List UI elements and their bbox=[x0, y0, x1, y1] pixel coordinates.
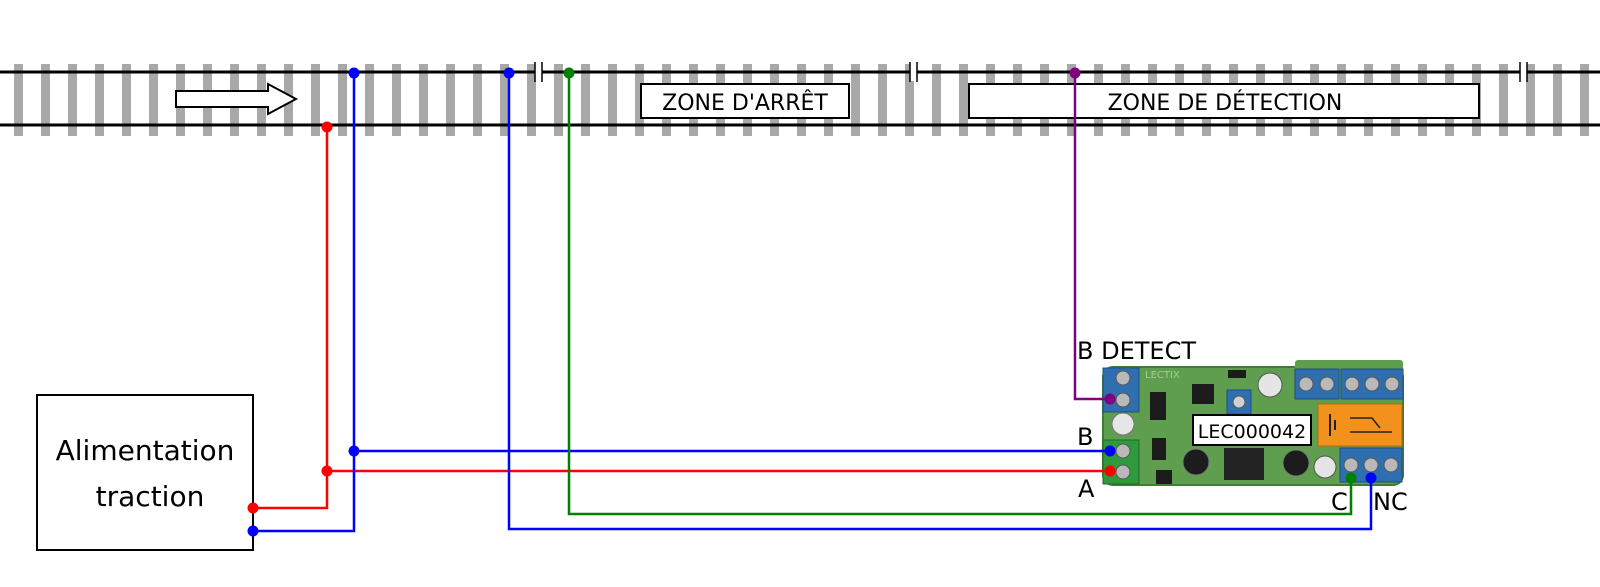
sleeper bbox=[419, 64, 428, 136]
sleeper bbox=[149, 64, 158, 136]
dot-blue-supply bbox=[247, 525, 259, 537]
zone-stop-box bbox=[640, 83, 850, 119]
sleeper bbox=[554, 64, 563, 136]
dot-green-c bbox=[1345, 472, 1357, 484]
sleeper bbox=[1553, 64, 1562, 136]
dot-red-module bbox=[1104, 465, 1116, 477]
insulating-joint-1 bbox=[534, 62, 543, 82]
relay bbox=[1317, 403, 1403, 447]
pcb-brand-text: LECTIX bbox=[1145, 370, 1180, 381]
sleeper bbox=[338, 64, 347, 136]
track: ZONE D'ARRÊT ZONE DE DÉTECTION bbox=[0, 62, 1600, 136]
wire-red-rail bbox=[253, 127, 329, 510]
sleeper bbox=[1526, 64, 1535, 136]
dot-red-junction bbox=[321, 465, 333, 477]
terminal-top-right bbox=[1294, 368, 1404, 400]
label-c: C bbox=[1331, 488, 1348, 516]
sleeper bbox=[527, 64, 536, 136]
sleeper bbox=[446, 64, 455, 136]
power-supply-line1: Alimentation bbox=[56, 434, 235, 467]
insulating-joint-3 bbox=[1519, 62, 1528, 82]
wires bbox=[253, 73, 1373, 533]
connection-dots bbox=[247, 67, 1377, 537]
zone-detect-box bbox=[968, 83, 1480, 119]
sleeper bbox=[635, 64, 644, 136]
sleeper bbox=[851, 64, 860, 136]
dot-blue-rail-2 bbox=[503, 67, 515, 79]
sleeper bbox=[392, 64, 401, 136]
chip-4 bbox=[1156, 470, 1172, 484]
zone-stop-label: ZONE D'ARRÊT bbox=[662, 90, 828, 116]
direction-arrow-icon bbox=[175, 82, 299, 116]
sleeper bbox=[311, 64, 320, 136]
sleeper bbox=[14, 64, 23, 136]
sleeper bbox=[932, 64, 941, 136]
sleeper bbox=[122, 64, 131, 136]
dot-blue-nc bbox=[1365, 472, 1377, 484]
label-b: B bbox=[1077, 423, 1093, 451]
label-b-detect: B DETECT bbox=[1077, 337, 1196, 365]
detection-module: LECTIX LEC000042 bbox=[1102, 360, 1404, 486]
capacitor-3 bbox=[1282, 449, 1310, 477]
insulating-joint-2 bbox=[909, 62, 918, 82]
part-number-box bbox=[1192, 414, 1312, 446]
sleeper bbox=[68, 64, 77, 136]
dot-blue-junction bbox=[348, 445, 360, 457]
sleeper bbox=[581, 64, 590, 136]
zone-detect-label: ZONE DE DÉTECTION bbox=[1108, 90, 1343, 116]
label-a: A bbox=[1078, 475, 1095, 503]
wire-blue-nc bbox=[507, 73, 1373, 531]
dot-blue-rail bbox=[348, 67, 360, 79]
power-supply-box bbox=[36, 394, 254, 551]
sleeper bbox=[959, 64, 968, 136]
dot-purple-rail bbox=[1069, 67, 1081, 79]
chip-5 bbox=[1224, 448, 1264, 480]
sleeper bbox=[905, 64, 914, 136]
sleeper bbox=[365, 64, 374, 136]
wire-green-c bbox=[567, 73, 1353, 516]
wire-purple-detect bbox=[1073, 73, 1110, 401]
dot-red-rail bbox=[321, 121, 333, 133]
power-supply: Alimentation traction bbox=[36, 394, 254, 551]
capacitor-1 bbox=[1257, 372, 1283, 398]
sleeper bbox=[1580, 64, 1589, 136]
sleeper bbox=[473, 64, 482, 136]
dot-blue-module bbox=[1104, 445, 1116, 457]
sleeper bbox=[878, 64, 887, 136]
dot-green-rail bbox=[563, 67, 575, 79]
chip-3 bbox=[1152, 438, 1166, 460]
terminal-labels: B DETECT B A C NC bbox=[1077, 337, 1408, 516]
chip-1 bbox=[1192, 384, 1214, 404]
label-nc: NC bbox=[1373, 488, 1408, 516]
chip-2 bbox=[1150, 392, 1166, 420]
power-supply-line2: traction bbox=[96, 480, 205, 513]
sleeper bbox=[41, 64, 50, 136]
part-number-label: LEC000042 bbox=[1198, 421, 1306, 443]
dot-purple-module bbox=[1104, 393, 1116, 405]
terminal-b-detect bbox=[1102, 367, 1140, 413]
sleeper bbox=[95, 64, 104, 136]
dot-red-supply bbox=[247, 502, 259, 514]
capacitor-2 bbox=[1182, 448, 1210, 476]
wire-blue-rail bbox=[253, 73, 356, 533]
sleeper bbox=[500, 64, 509, 136]
sleeper bbox=[1499, 64, 1508, 136]
sleeper bbox=[608, 64, 617, 136]
